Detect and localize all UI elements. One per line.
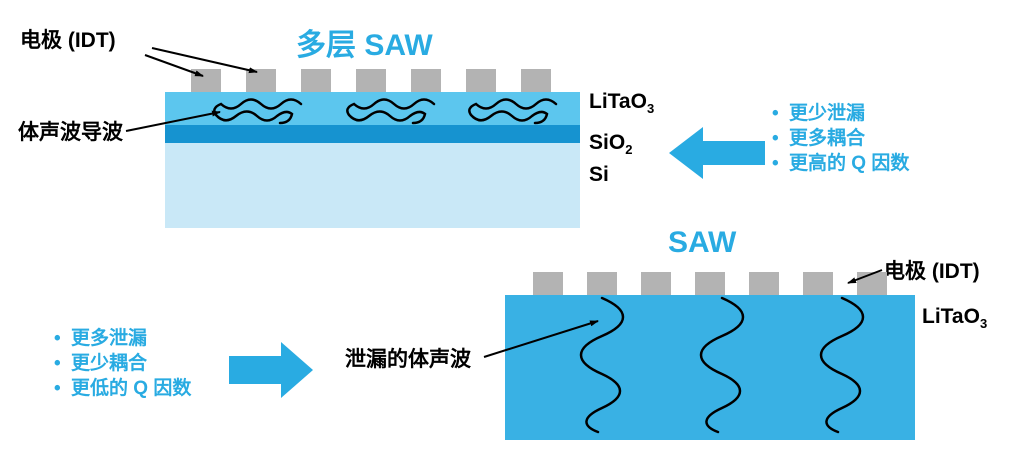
- litao3-subscript: 3: [646, 101, 655, 117]
- electrode-idt: [301, 69, 331, 92]
- arrow-left-icon: [669, 127, 765, 179]
- litao3-substrate: [505, 295, 915, 440]
- leaky-bulk-wave-label: 泄漏的体声波: [345, 348, 471, 371]
- benefit-item: 更少泄漏: [770, 101, 909, 126]
- benefit-item: 更多耦合: [770, 126, 909, 151]
- electrode-idt: [641, 272, 671, 295]
- litao3-subscript: 3: [979, 316, 988, 332]
- sio2-text: SiO: [589, 131, 626, 154]
- electrode-idt-label-top: 电极 (IDT): [20, 29, 116, 52]
- litao3-text: LiTaO: [589, 90, 647, 113]
- electrode-idt: [803, 272, 833, 295]
- electrode-idt: [246, 69, 276, 92]
- electrode-idt: [695, 272, 725, 295]
- sio2-layer: [165, 125, 580, 143]
- saw-title: SAW: [668, 226, 737, 259]
- multilayer-benefits-list: 更少泄漏 更多耦合 更高的 Q 因数: [770, 101, 909, 176]
- electrode-idt: [533, 272, 563, 295]
- electrode-idt: [356, 69, 386, 92]
- electrode-idt: [587, 272, 617, 295]
- electrode-idt-label-bottom: 电极 (IDT): [884, 260, 980, 283]
- electrode-idt: [466, 69, 496, 92]
- litao3-substrate-label: LiTaO3: [922, 305, 987, 331]
- electrode-idt: [749, 272, 779, 295]
- si-layer: [165, 143, 580, 228]
- multilayer-saw-title: 多层 SAW: [296, 29, 433, 62]
- drawback-item: 更少耦合: [52, 351, 191, 376]
- si-text: Si: [589, 163, 609, 186]
- guided-bulk-wave-label: 体声波导波: [18, 121, 123, 144]
- electrode-idt: [521, 69, 551, 92]
- litao3-layer-label: LiTaO3: [589, 90, 654, 116]
- drawback-item: 更低的 Q 因数: [52, 376, 191, 401]
- litao3-layer: [165, 92, 580, 125]
- drawback-item: 更多泄漏: [52, 326, 191, 351]
- arrow-right-icon: [229, 342, 313, 398]
- saw-drawbacks-list: 更多泄漏 更少耦合 更低的 Q 因数: [52, 326, 191, 401]
- benefit-item: 更高的 Q 因数: [770, 151, 909, 176]
- si-layer-label: Si: [589, 163, 609, 189]
- sio2-layer-label: SiO2: [589, 131, 632, 157]
- electrode-idt: [857, 272, 887, 295]
- litao3-text: LiTaO: [922, 305, 980, 328]
- sio2-subscript: 2: [625, 142, 633, 158]
- electrode-idt: [191, 69, 221, 92]
- electrode-idt: [411, 69, 441, 92]
